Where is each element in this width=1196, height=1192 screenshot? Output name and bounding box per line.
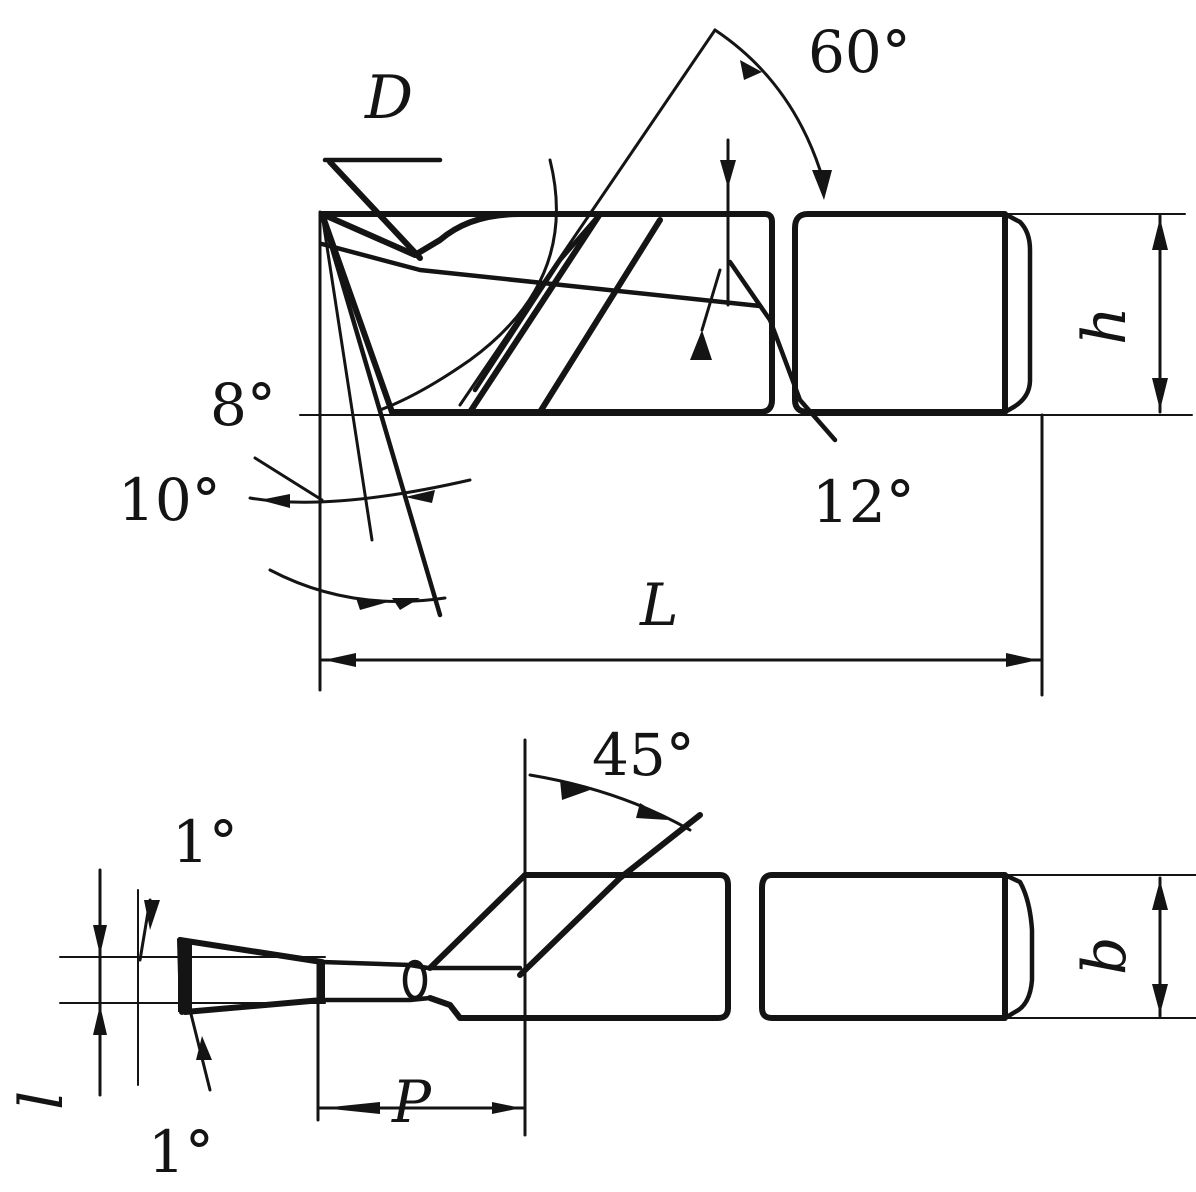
rake-line — [319, 241, 763, 309]
l-small-arrow-top — [93, 925, 107, 955]
plan-shank-outline — [759, 872, 1008, 1021]
l-small-arrow-bottom — [93, 1005, 107, 1035]
label-l-small: l — [7, 1091, 77, 1110]
forty-five-degree-arc — [528, 773, 692, 832]
l-arrow-left — [324, 653, 356, 667]
tip-flank-line-2 — [320, 212, 374, 542]
shank-end-chamfer — [1002, 211, 1033, 415]
relief-arrow-shaft — [700, 268, 722, 332]
rake-face — [319, 211, 523, 258]
side-view — [248, 28, 1193, 697]
shank-outline — [792, 211, 1008, 415]
tooth-radius-arc — [378, 158, 558, 412]
label-l-length: L — [639, 571, 679, 639]
plan-blade-tip-fill — [178, 940, 192, 1012]
label-1-degree-bottom: 1° — [148, 1118, 214, 1186]
eight-degree-arrow — [356, 598, 388, 610]
relief-arrow-up — [690, 330, 712, 360]
one-degree-arrow-top — [144, 900, 160, 930]
b-arrow-bottom — [1152, 984, 1168, 1014]
chip-groove-2 — [537, 217, 663, 415]
chip-groove-1 — [467, 211, 603, 415]
label-h: h — [1070, 306, 1140, 345]
sixty-degree-arc — [713, 28, 822, 172]
sixty-degree-arrow-2 — [740, 60, 762, 80]
relief-line — [727, 259, 838, 443]
eight-degree-arrow-2 — [392, 598, 420, 610]
plan-neck-hole — [402, 959, 428, 1001]
label-8-degrees: 8° — [210, 371, 276, 439]
side-view-outline — [319, 211, 775, 415]
h-arrow-bottom — [1152, 378, 1168, 410]
label-d: D — [364, 63, 413, 133]
sixty-degree-line — [458, 28, 717, 407]
label-b: b — [1070, 937, 1140, 975]
label-45-degrees: 45° — [592, 721, 695, 789]
forty-five-arrow-1 — [560, 780, 590, 800]
label-60-degrees: 60° — [808, 18, 911, 86]
p-arrow-left — [322, 1102, 380, 1114]
ten-degree-leader — [253, 456, 324, 502]
ten-degree-arrow-right — [405, 490, 435, 503]
d-leader — [327, 159, 423, 261]
eight-degree-arc — [268, 568, 447, 603]
b-arrow-top — [1152, 880, 1168, 910]
plan-chamfer-45-long — [517, 812, 703, 978]
plan-view — [59, 738, 1196, 1137]
plan-body-outline — [427, 872, 731, 1021]
sixty-degree-arrow — [812, 170, 832, 200]
label-10-degrees: 10° — [118, 466, 221, 534]
p-arrow-right — [492, 1102, 521, 1114]
plan-neck-bottom — [319, 995, 433, 1003]
forty-five-arrow-2 — [636, 803, 668, 820]
label-p: P — [391, 1068, 432, 1136]
label-1-degree-top: 1° — [172, 808, 238, 876]
plan-blade — [177, 937, 325, 1015]
plan-shank-chamfer — [1002, 872, 1035, 1021]
label-12-degrees: 12° — [812, 468, 915, 536]
plan-chamfer-45 — [427, 872, 528, 971]
ten-degree-arrow-left — [260, 494, 290, 508]
l-arrow-right — [1006, 653, 1038, 667]
relief-arrow-down — [720, 160, 736, 188]
tip-flank-line — [319, 211, 443, 618]
one-degree-arrow-bottom — [196, 1036, 212, 1060]
h-arrow-top — [1152, 218, 1168, 250]
